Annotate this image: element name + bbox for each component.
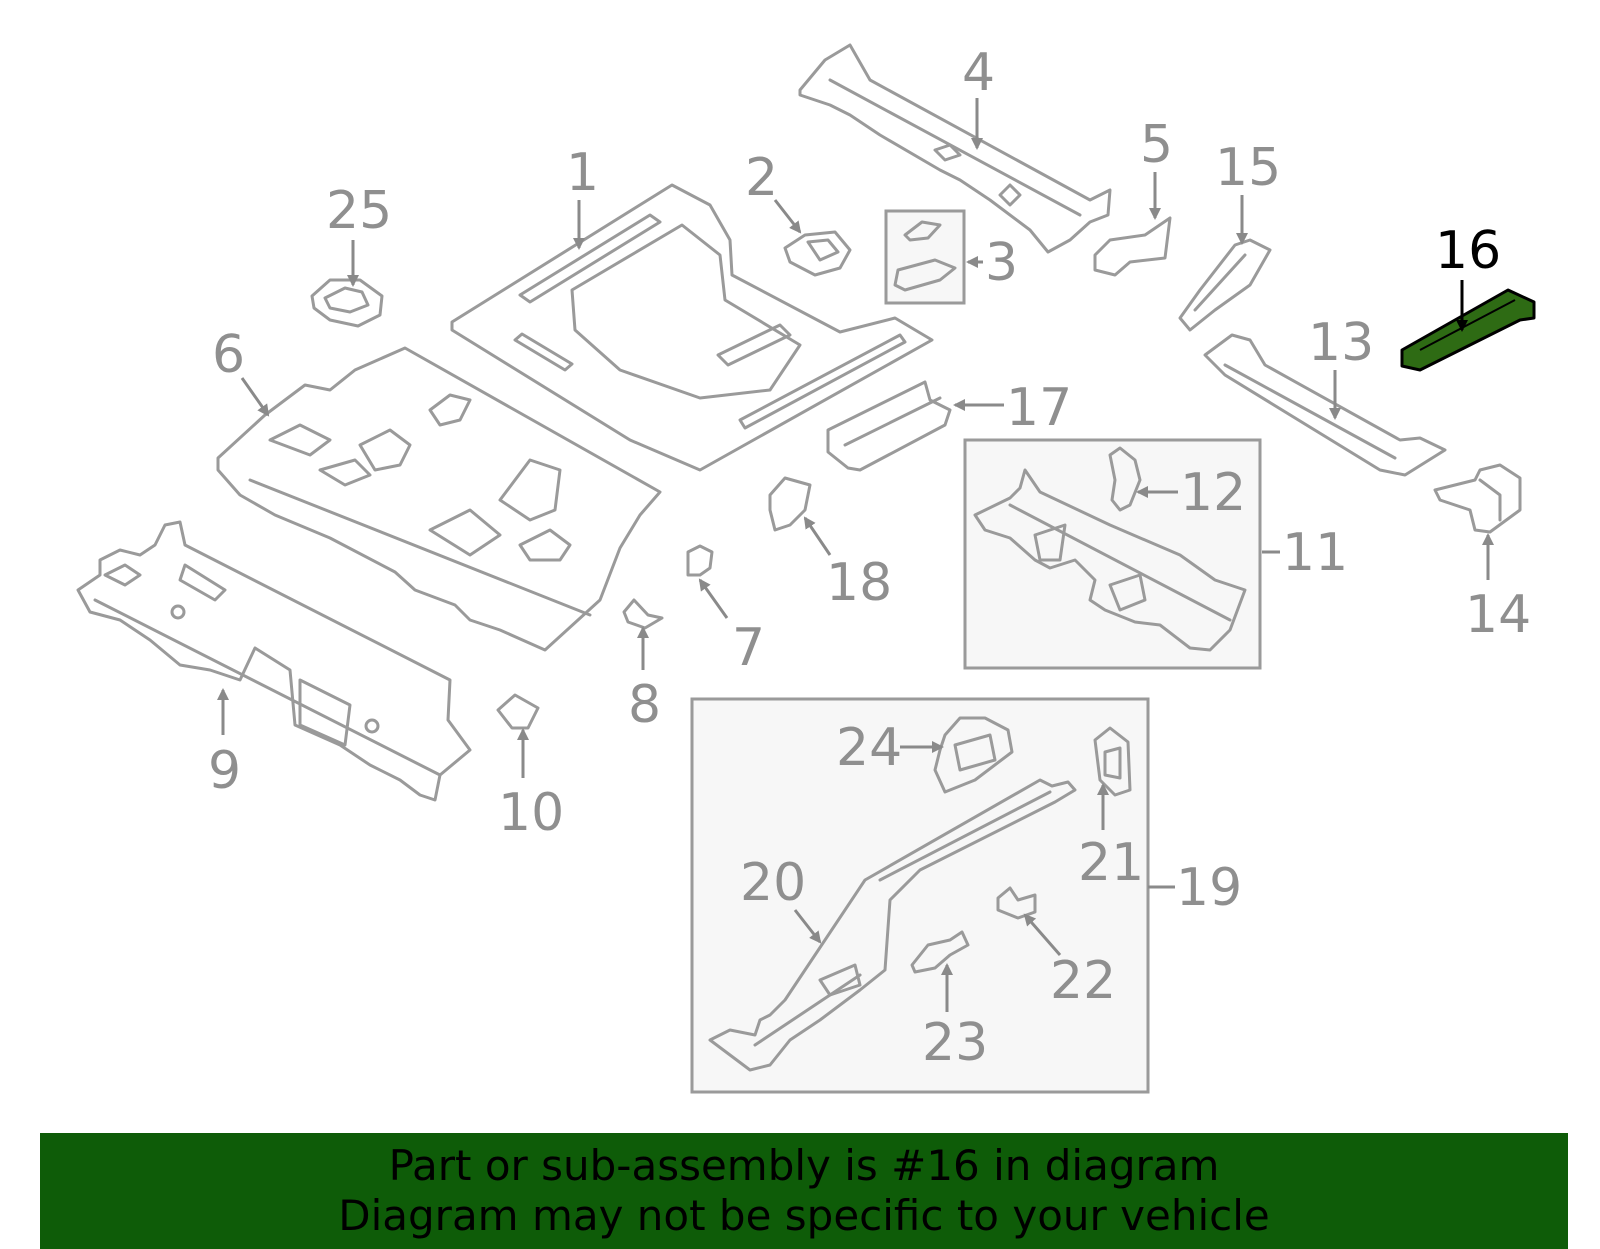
part-6-rear-floor[interactable] bbox=[216, 346, 662, 652]
part-24-bracket[interactable] bbox=[933, 716, 1014, 794]
banner-line-part-number: Part or sub-assembly is #16 in diagram bbox=[388, 1141, 1220, 1190]
part-25-plug[interactable] bbox=[310, 278, 384, 328]
callout-14: 14 bbox=[1465, 585, 1531, 645]
part-20-side-member[interactable] bbox=[708, 778, 1077, 1072]
inset-box-19 bbox=[690, 697, 1150, 1094]
callout-16: 16 bbox=[1435, 221, 1501, 281]
part-16-rail-highlighted[interactable] bbox=[1400, 288, 1536, 372]
banner-line-disclaimer: Diagram may not be specific to your vehi… bbox=[338, 1191, 1270, 1240]
part-1-floor-pan[interactable] bbox=[450, 183, 934, 472]
callout-23: 23 bbox=[922, 1013, 988, 1073]
callout-20: 20 bbox=[740, 853, 806, 913]
callout-labels: 1 2 3 4 5 6 7 8 9 10 11 12 13 14 15 16 1… bbox=[208, 43, 1531, 1073]
callout-11: 11 bbox=[1282, 523, 1348, 583]
part-12-bracket[interactable] bbox=[1108, 446, 1142, 512]
callout-24: 24 bbox=[836, 718, 902, 778]
part-7-clip[interactable] bbox=[686, 544, 714, 577]
callout-15: 15 bbox=[1215, 138, 1281, 198]
leader-arrows bbox=[217, 98, 1494, 1012]
callout-8: 8 bbox=[628, 675, 661, 735]
callout-17: 17 bbox=[1006, 378, 1072, 438]
callout-3: 3 bbox=[985, 233, 1018, 293]
callout-7: 7 bbox=[732, 618, 765, 678]
part-2-bracket[interactable] bbox=[783, 230, 852, 277]
part-13-side-rail[interactable] bbox=[1203, 333, 1447, 477]
callout-10: 10 bbox=[498, 783, 564, 843]
part-5-bracket[interactable] bbox=[1093, 216, 1172, 277]
callout-21: 21 bbox=[1078, 833, 1144, 893]
callout-9: 9 bbox=[208, 741, 241, 801]
callout-22: 22 bbox=[1050, 951, 1116, 1011]
part-23-bracket[interactable] bbox=[910, 930, 970, 974]
callout-5: 5 bbox=[1140, 115, 1173, 175]
part-3-brackets[interactable] bbox=[893, 220, 957, 292]
callout-1: 1 bbox=[566, 143, 599, 203]
part-18-bracket[interactable] bbox=[768, 476, 812, 532]
callout-6: 6 bbox=[212, 325, 245, 385]
callout-25: 25 bbox=[326, 181, 392, 241]
inset-box-3 bbox=[884, 209, 966, 305]
part-8-clip[interactable] bbox=[622, 598, 664, 630]
part-21-bracket[interactable] bbox=[1093, 726, 1132, 797]
part-17-crossmember[interactable] bbox=[826, 380, 952, 472]
part-14-bracket[interactable] bbox=[1433, 463, 1522, 534]
callout-2: 2 bbox=[745, 148, 778, 208]
part-4-cowl-panel[interactable] bbox=[798, 43, 1112, 254]
callout-13: 13 bbox=[1308, 313, 1374, 373]
callout-18: 18 bbox=[826, 553, 892, 613]
part-10-clip[interactable] bbox=[496, 693, 540, 730]
part-22-clip[interactable] bbox=[996, 886, 1037, 920]
part-15-support[interactable] bbox=[1178, 238, 1272, 332]
inset-box-11 bbox=[963, 438, 1262, 670]
part-9-rear-panel[interactable] bbox=[76, 520, 472, 802]
info-banner: Part or sub-assembly is #16 in diagram D… bbox=[40, 1133, 1568, 1249]
callout-19: 19 bbox=[1176, 858, 1242, 918]
part-11-panel[interactable] bbox=[973, 468, 1247, 652]
callout-12: 12 bbox=[1180, 463, 1246, 523]
callout-4: 4 bbox=[962, 43, 995, 103]
